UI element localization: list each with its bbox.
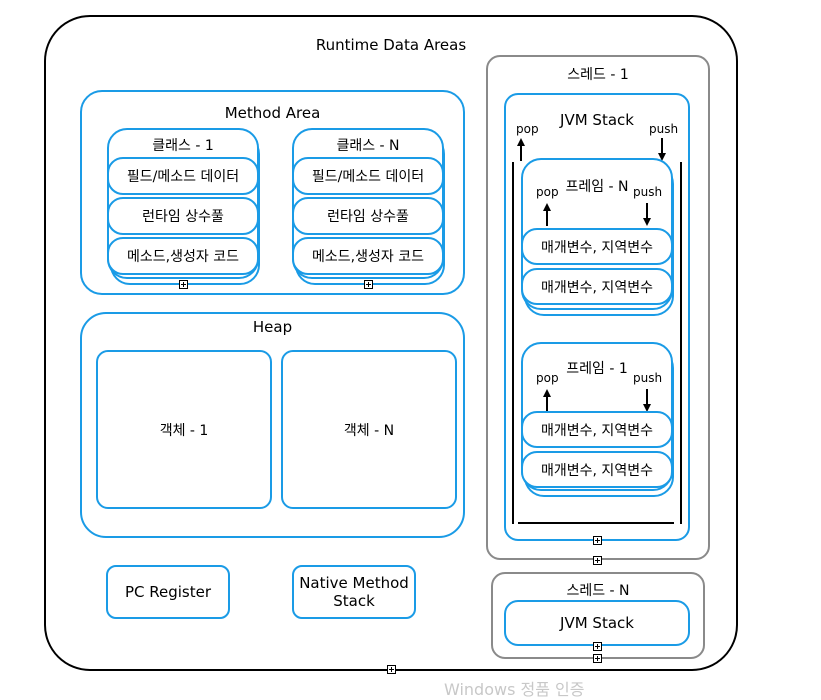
expand-class-1-icon[interactable] [179,280,188,289]
expand-class-n-icon[interactable] [364,280,373,289]
class-n-runtime-constant-pool: 런타임 상수풀 [292,197,444,235]
windows-activation-watermark: Windows 정품 인증 [444,680,585,699]
class-n-method-constructor-code: 메소드,생성자 코드 [292,237,444,275]
frame-1-push-label: push [633,371,663,385]
heap-object-n: 객체 - N [281,350,457,509]
native-method-stack-line1: Native Method [299,574,409,592]
expand-jvm-stack-icon[interactable] [593,536,602,545]
frame-n-pop-label: pop [536,185,559,199]
frame-1-pop-arrow-icon [543,389,551,412]
class-1-method-constructor-code: 메소드,생성자 코드 [107,237,259,275]
runtime-data-areas-title: Runtime Data Areas [315,36,467,54]
frame-n-push-label: push [633,185,663,199]
native-method-stack: Native Method Stack [292,565,416,619]
jvm-stack-pop-label: pop [516,122,539,136]
heap-object-1: 객체 - 1 [96,350,272,509]
frame-n-param-local-1: 매개변수, 지역변수 [521,228,673,265]
stack-right-wall [680,162,682,524]
frame-1-param-local-1: 매개변수, 지역변수 [521,411,673,448]
frame-1-pop-label: pop [536,371,559,385]
jvm-stack-push-label: push [649,122,679,136]
class-1-field-method-data: 필드/메소드 데이터 [107,157,259,195]
frame-n-pop-arrow-icon [543,203,551,226]
class-1-title: 클래스 - 1 [152,138,214,154]
frame-1-title: 프레임 - 1 [566,361,628,377]
frame-1-push-arrow-icon [643,389,651,412]
jvm-stack-push-arrow-icon [658,138,666,161]
stack-left-wall [512,162,514,524]
expand-thread-n-jvm-stack-icon[interactable] [593,642,602,651]
stack-bottom-wall [518,522,674,524]
method-area-title: Method Area [224,104,321,122]
expand-thread-n-icon[interactable] [593,654,602,663]
class-1-runtime-constant-pool: 런타임 상수풀 [107,197,259,235]
native-method-stack-line2: Stack [333,592,375,610]
thread-n-title: 스레드 - N [566,583,630,599]
class-n-title: 클래스 - N [336,138,400,154]
thread-1-title: 스레드 - 1 [567,67,629,83]
frame-n-push-arrow-icon [643,203,651,226]
frame-1-param-local-2: 매개변수, 지역변수 [521,451,673,488]
frame-n-param-local-2: 매개변수, 지역변수 [521,268,673,305]
heap-title: Heap [252,318,293,336]
thread-1-jvm-stack-title: JVM Stack [560,111,634,129]
thread-n-jvm-stack: JVM Stack [504,600,690,646]
expand-runtime-icon[interactable] [387,665,396,674]
frame-n-title: 프레임 - N [565,179,629,195]
jvm-stack-pop-arrow-icon [517,138,525,161]
pc-register: PC Register [106,565,230,619]
expand-thread-1-icon[interactable] [593,556,602,565]
class-n-field-method-data: 필드/메소드 데이터 [292,157,444,195]
